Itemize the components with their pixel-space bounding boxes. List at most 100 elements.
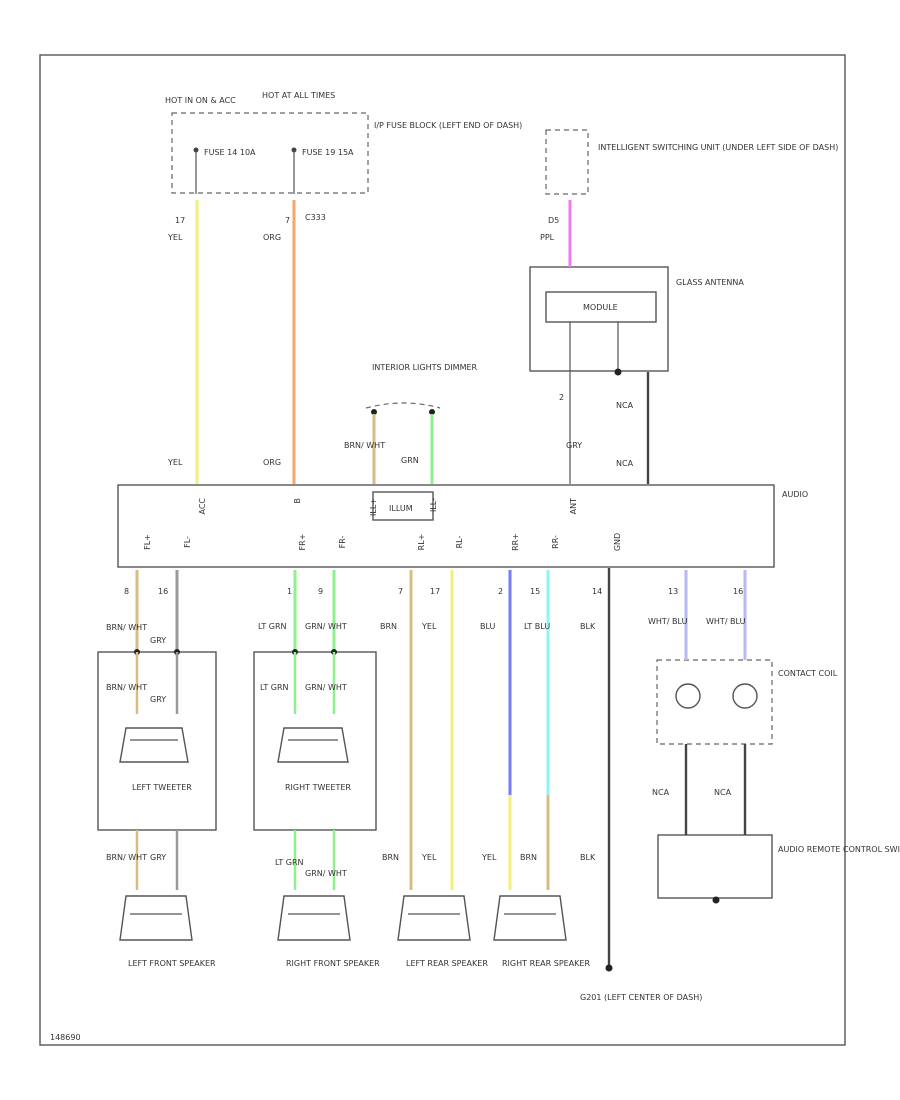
wire-label-23: GRY bbox=[150, 695, 166, 704]
audio-bottom-pins: FL+FL-FR+FR-RL+RL-RR+RR-GND bbox=[143, 533, 622, 551]
wire-label-2: 1 bbox=[287, 587, 292, 596]
left-rear-speaker-icon bbox=[397, 895, 471, 941]
interior-lights-dimmer: INTERIOR LIGHTS DIMMER bbox=[365, 363, 478, 415]
left-tweeter-label: LEFT TWEETER bbox=[132, 783, 192, 792]
audio-bottom-pin-1: FL- bbox=[183, 536, 192, 548]
wire-label-20: WHT/ BLU bbox=[648, 617, 688, 626]
audio-top-pin-2: ILL+ bbox=[369, 498, 378, 516]
left-tweeter: LEFT TWEETER bbox=[97, 651, 217, 831]
wire-label-24: LT GRN bbox=[260, 683, 289, 692]
left-front-speaker-label: LEFT FRONT SPEAKER bbox=[128, 959, 216, 968]
brn-wht-label-dimmer: BRN/ WHT bbox=[344, 441, 385, 450]
right-front-speaker: RIGHT FRONT SPEAKER bbox=[277, 895, 380, 968]
gry-label-antenna: GRY bbox=[566, 441, 582, 450]
wire-label-13: LT GRN bbox=[258, 622, 287, 631]
wire-label-5: 17 bbox=[430, 587, 440, 596]
audio-bottom-pin-5: RL- bbox=[455, 536, 464, 549]
diagram-id: 148690 bbox=[50, 1033, 81, 1042]
wire-label-6: 2 bbox=[498, 587, 503, 596]
left-rear-speaker: LEFT REAR SPEAKER bbox=[397, 895, 488, 968]
wire-label-1: 16 bbox=[158, 587, 168, 596]
left-front-speaker-icon bbox=[119, 895, 193, 941]
audio-top-pin-4: ANT bbox=[569, 498, 578, 514]
intelligent-switching-unit: INTELLIGENT SWITCHING UNIT (UNDER LEFT S… bbox=[540, 129, 838, 242]
wire-label-36: NCA bbox=[714, 788, 732, 797]
org-label-audio: ORG bbox=[263, 458, 281, 467]
audio-bottom-pin-6: RR+ bbox=[511, 533, 520, 551]
left-tweeter-speaker-icon bbox=[119, 727, 189, 763]
fuse-block: HOT IN ON & ACC HOT AT ALL TIMES FUSE 14… bbox=[165, 91, 522, 194]
audio-top-pin-3: ILL- bbox=[429, 498, 438, 512]
audio-bottom-pin-3: FR- bbox=[338, 536, 347, 549]
wire-label-3: 9 bbox=[318, 587, 323, 596]
wire-label-14: GRN/ WHT bbox=[305, 622, 347, 631]
wire-label-7: 15 bbox=[530, 587, 540, 596]
isu-label: INTELLIGENT SWITCHING UNIT (UNDER LEFT S… bbox=[598, 143, 838, 152]
wire-label-12: GRY bbox=[150, 636, 166, 645]
isu-pin: D5 bbox=[548, 216, 559, 225]
speakers: LEFT FRONT SPEAKER RIGHT FRONT SPEAKER LEF… bbox=[119, 895, 590, 968]
yel-label-top: YEL bbox=[167, 233, 183, 242]
wire-label-11: BRN/ WHT bbox=[106, 623, 147, 632]
wire-label-10: 16 bbox=[733, 587, 743, 596]
remote-switch-label: AUDIO REMOTE CONTROL SWITCH bbox=[778, 845, 900, 854]
hot-at-all-label: HOT AT ALL TIMES bbox=[262, 91, 335, 100]
glass-antenna-label: GLASS ANTENNA bbox=[676, 278, 744, 287]
audio-bottom-pin-2: FR+ bbox=[298, 534, 307, 551]
left-rear-speaker-label: LEFT REAR SPEAKER bbox=[406, 959, 488, 968]
wire-label-25: GRN/ WHT bbox=[305, 683, 347, 692]
right-front-speaker-label: RIGHT FRONT SPEAKER bbox=[286, 959, 380, 968]
wire-label-35: NCA bbox=[652, 788, 670, 797]
wire-label-34: BLK bbox=[580, 853, 596, 862]
diagram-frame bbox=[39, 54, 846, 1046]
wire-label-17: BLU bbox=[480, 622, 496, 631]
wire-label-29: GRN/ WHT bbox=[305, 869, 347, 878]
wire-label-16: YEL bbox=[421, 622, 437, 631]
nca-label-antenna-2: NCA bbox=[616, 459, 634, 468]
wire-label-9: 13 bbox=[668, 587, 678, 596]
wire-label-18: LT BLU bbox=[524, 622, 550, 631]
wire-label-4: 7 bbox=[398, 587, 403, 596]
audio-remote-control-switch: AUDIO REMOTE CONTROL SWITCH bbox=[657, 834, 900, 904]
right-rear-speaker-label: RIGHT REAR SPEAKER bbox=[502, 959, 590, 968]
wire-label-0: 8 bbox=[124, 587, 129, 596]
wire-label-22: BRN/ WHT bbox=[106, 683, 147, 692]
wire-label-31: YEL bbox=[421, 853, 437, 862]
wire-label-26: BRN/ WHT bbox=[106, 853, 147, 862]
audio-bottom-pin-7: RR- bbox=[551, 535, 560, 549]
right-rear-speaker-icon bbox=[493, 895, 567, 941]
fuse-pin-17: 17 bbox=[175, 216, 185, 225]
nca-label-antenna-1: NCA bbox=[616, 401, 634, 410]
right-tweeter-label: RIGHT TWEETER bbox=[285, 783, 351, 792]
wire-label-21: WHT/ BLU bbox=[706, 617, 746, 626]
wire-label-15: BRN bbox=[380, 622, 397, 631]
lower-wires bbox=[134, 570, 747, 890]
wire-label-32: YEL bbox=[481, 853, 497, 862]
connector-c333: C333 bbox=[305, 213, 326, 222]
isu-wire-color: PPL bbox=[540, 233, 555, 242]
antenna-module-label: MODULE bbox=[583, 303, 618, 312]
right-rear-speaker: RIGHT REAR SPEAKER bbox=[493, 895, 590, 968]
glass-antenna: MODULE GLASS ANTENNA bbox=[529, 266, 744, 376]
org-label-top: ORG bbox=[263, 233, 281, 242]
yel-label-audio: YEL bbox=[167, 458, 183, 467]
wire-label-19: BLK bbox=[580, 622, 596, 631]
lights-dimmer-label: INTERIOR LIGHTS DIMMER bbox=[372, 363, 478, 372]
grn-label-dimmer: GRN bbox=[401, 456, 419, 465]
hot-on-label: HOT IN ON & ACC bbox=[165, 96, 236, 105]
right-front-speaker-icon bbox=[277, 895, 351, 941]
wire-label-33: BRN bbox=[520, 853, 537, 862]
left-front-speaker: LEFT FRONT SPEAKER bbox=[119, 895, 216, 968]
contact-coil: CONTACT COIL bbox=[656, 659, 838, 745]
upper-wires: 17 YEL 7 C333 ORG YEL ORG BRN/ WHT GRN 2… bbox=[167, 200, 650, 484]
fuse-pin-7: 7 bbox=[285, 216, 290, 225]
illum-label: ILLUM bbox=[389, 504, 413, 513]
antenna-pin-2: 2 bbox=[559, 393, 564, 402]
wire-label-30: BRN bbox=[382, 853, 399, 862]
ground-label: G201 (LEFT CENTER OF DASH) bbox=[580, 993, 702, 1002]
contact-coil-label: CONTACT COIL bbox=[778, 669, 838, 678]
